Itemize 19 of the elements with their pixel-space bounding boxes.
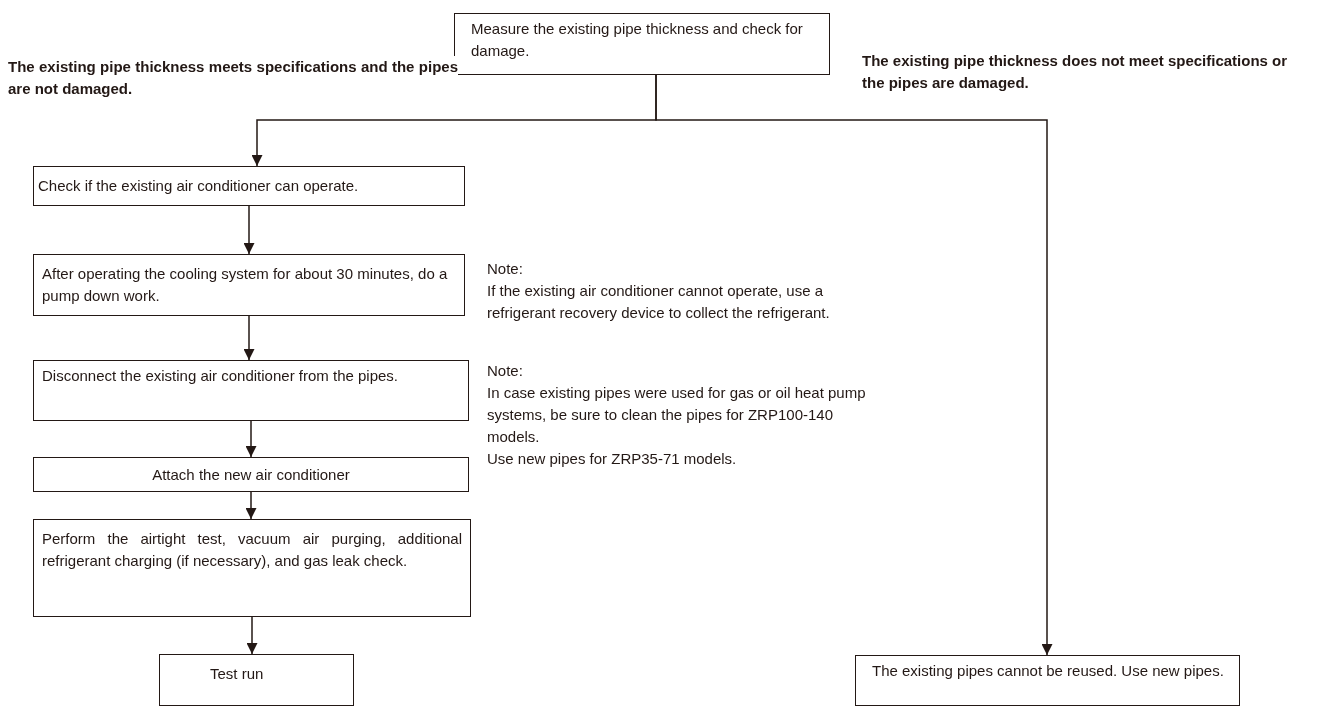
arrow (243, 315, 255, 361)
arrow (246, 616, 258, 655)
edge-label: The existing pipe thickness meets specifications and the pipes are not damaged. (8, 56, 458, 100)
process-box: Test run (159, 654, 354, 706)
note-text: If the existing air conditioner cannot operate, use a refrigerant recovery device to collect the refrigerant. (487, 281, 831, 323)
process-box: Disconnect the existing air conditioner from the pipes. (33, 360, 469, 421)
arrow (245, 491, 257, 520)
arrow (243, 205, 255, 255)
note-text: Use new pipes for ZRP35-71 models. (487, 449, 738, 469)
note-text: In case existing pipes were used for gas or oil heat pump systems, be sure to clean the pipes for ZRP100-140 models. (487, 383, 867, 447)
process-box: Attach the new air conditioner (33, 457, 469, 492)
arrow (655, 74, 1053, 656)
process-box: Perform the airtight test, vacuum air purging, additional refrigerant charging (if necessary), and gas leak check. (33, 519, 471, 617)
process-box: After operating the cooling system for about 30 minutes, do a pump down work. (33, 254, 465, 316)
note-text: Note: (487, 361, 523, 381)
process-box: The existing pipes cannot be reused. Use new pipes. (855, 655, 1240, 706)
note-text: Note: (487, 259, 523, 279)
arrow (245, 420, 257, 458)
process-box: Check if the existing air conditioner can operate. (33, 166, 465, 206)
